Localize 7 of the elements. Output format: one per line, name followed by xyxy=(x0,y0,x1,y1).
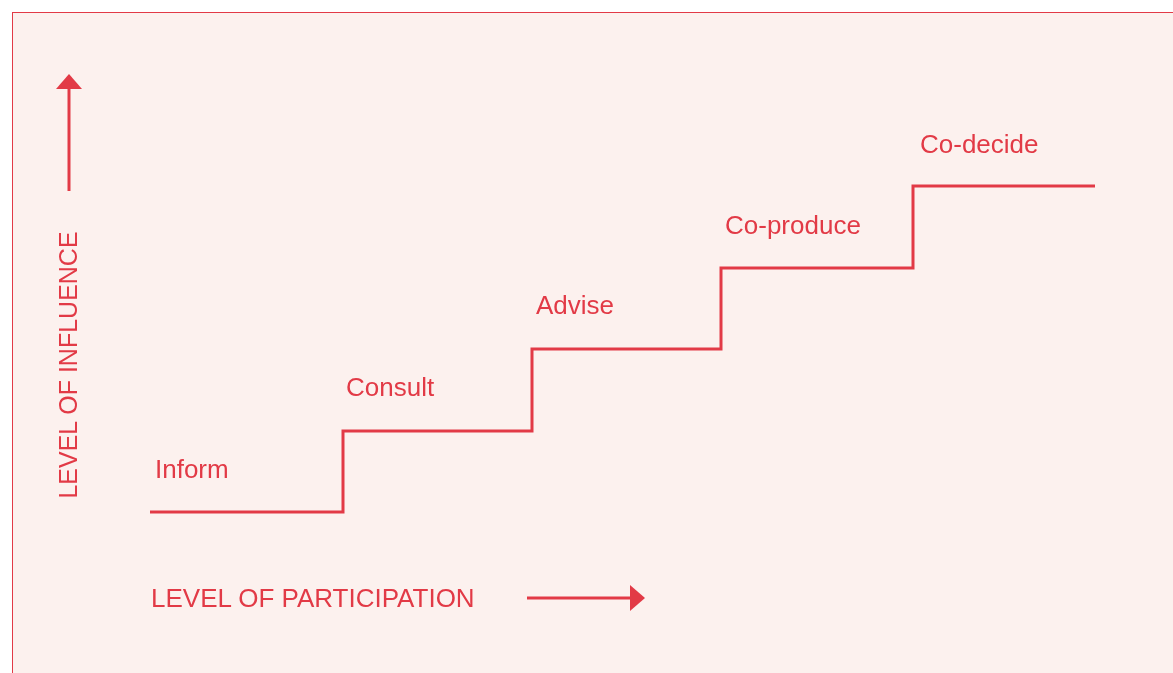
step-label: Inform xyxy=(155,456,229,482)
step-label: Advise xyxy=(536,292,615,318)
step-label: Consult xyxy=(346,374,435,400)
axis-label: LEVEL OF PARTICIPATION xyxy=(151,585,475,611)
axis-label: LEVEL OF INFLUENCE xyxy=(55,231,81,499)
step-label: Co-decide xyxy=(920,131,1039,157)
step-label: Co-produce xyxy=(725,212,861,238)
